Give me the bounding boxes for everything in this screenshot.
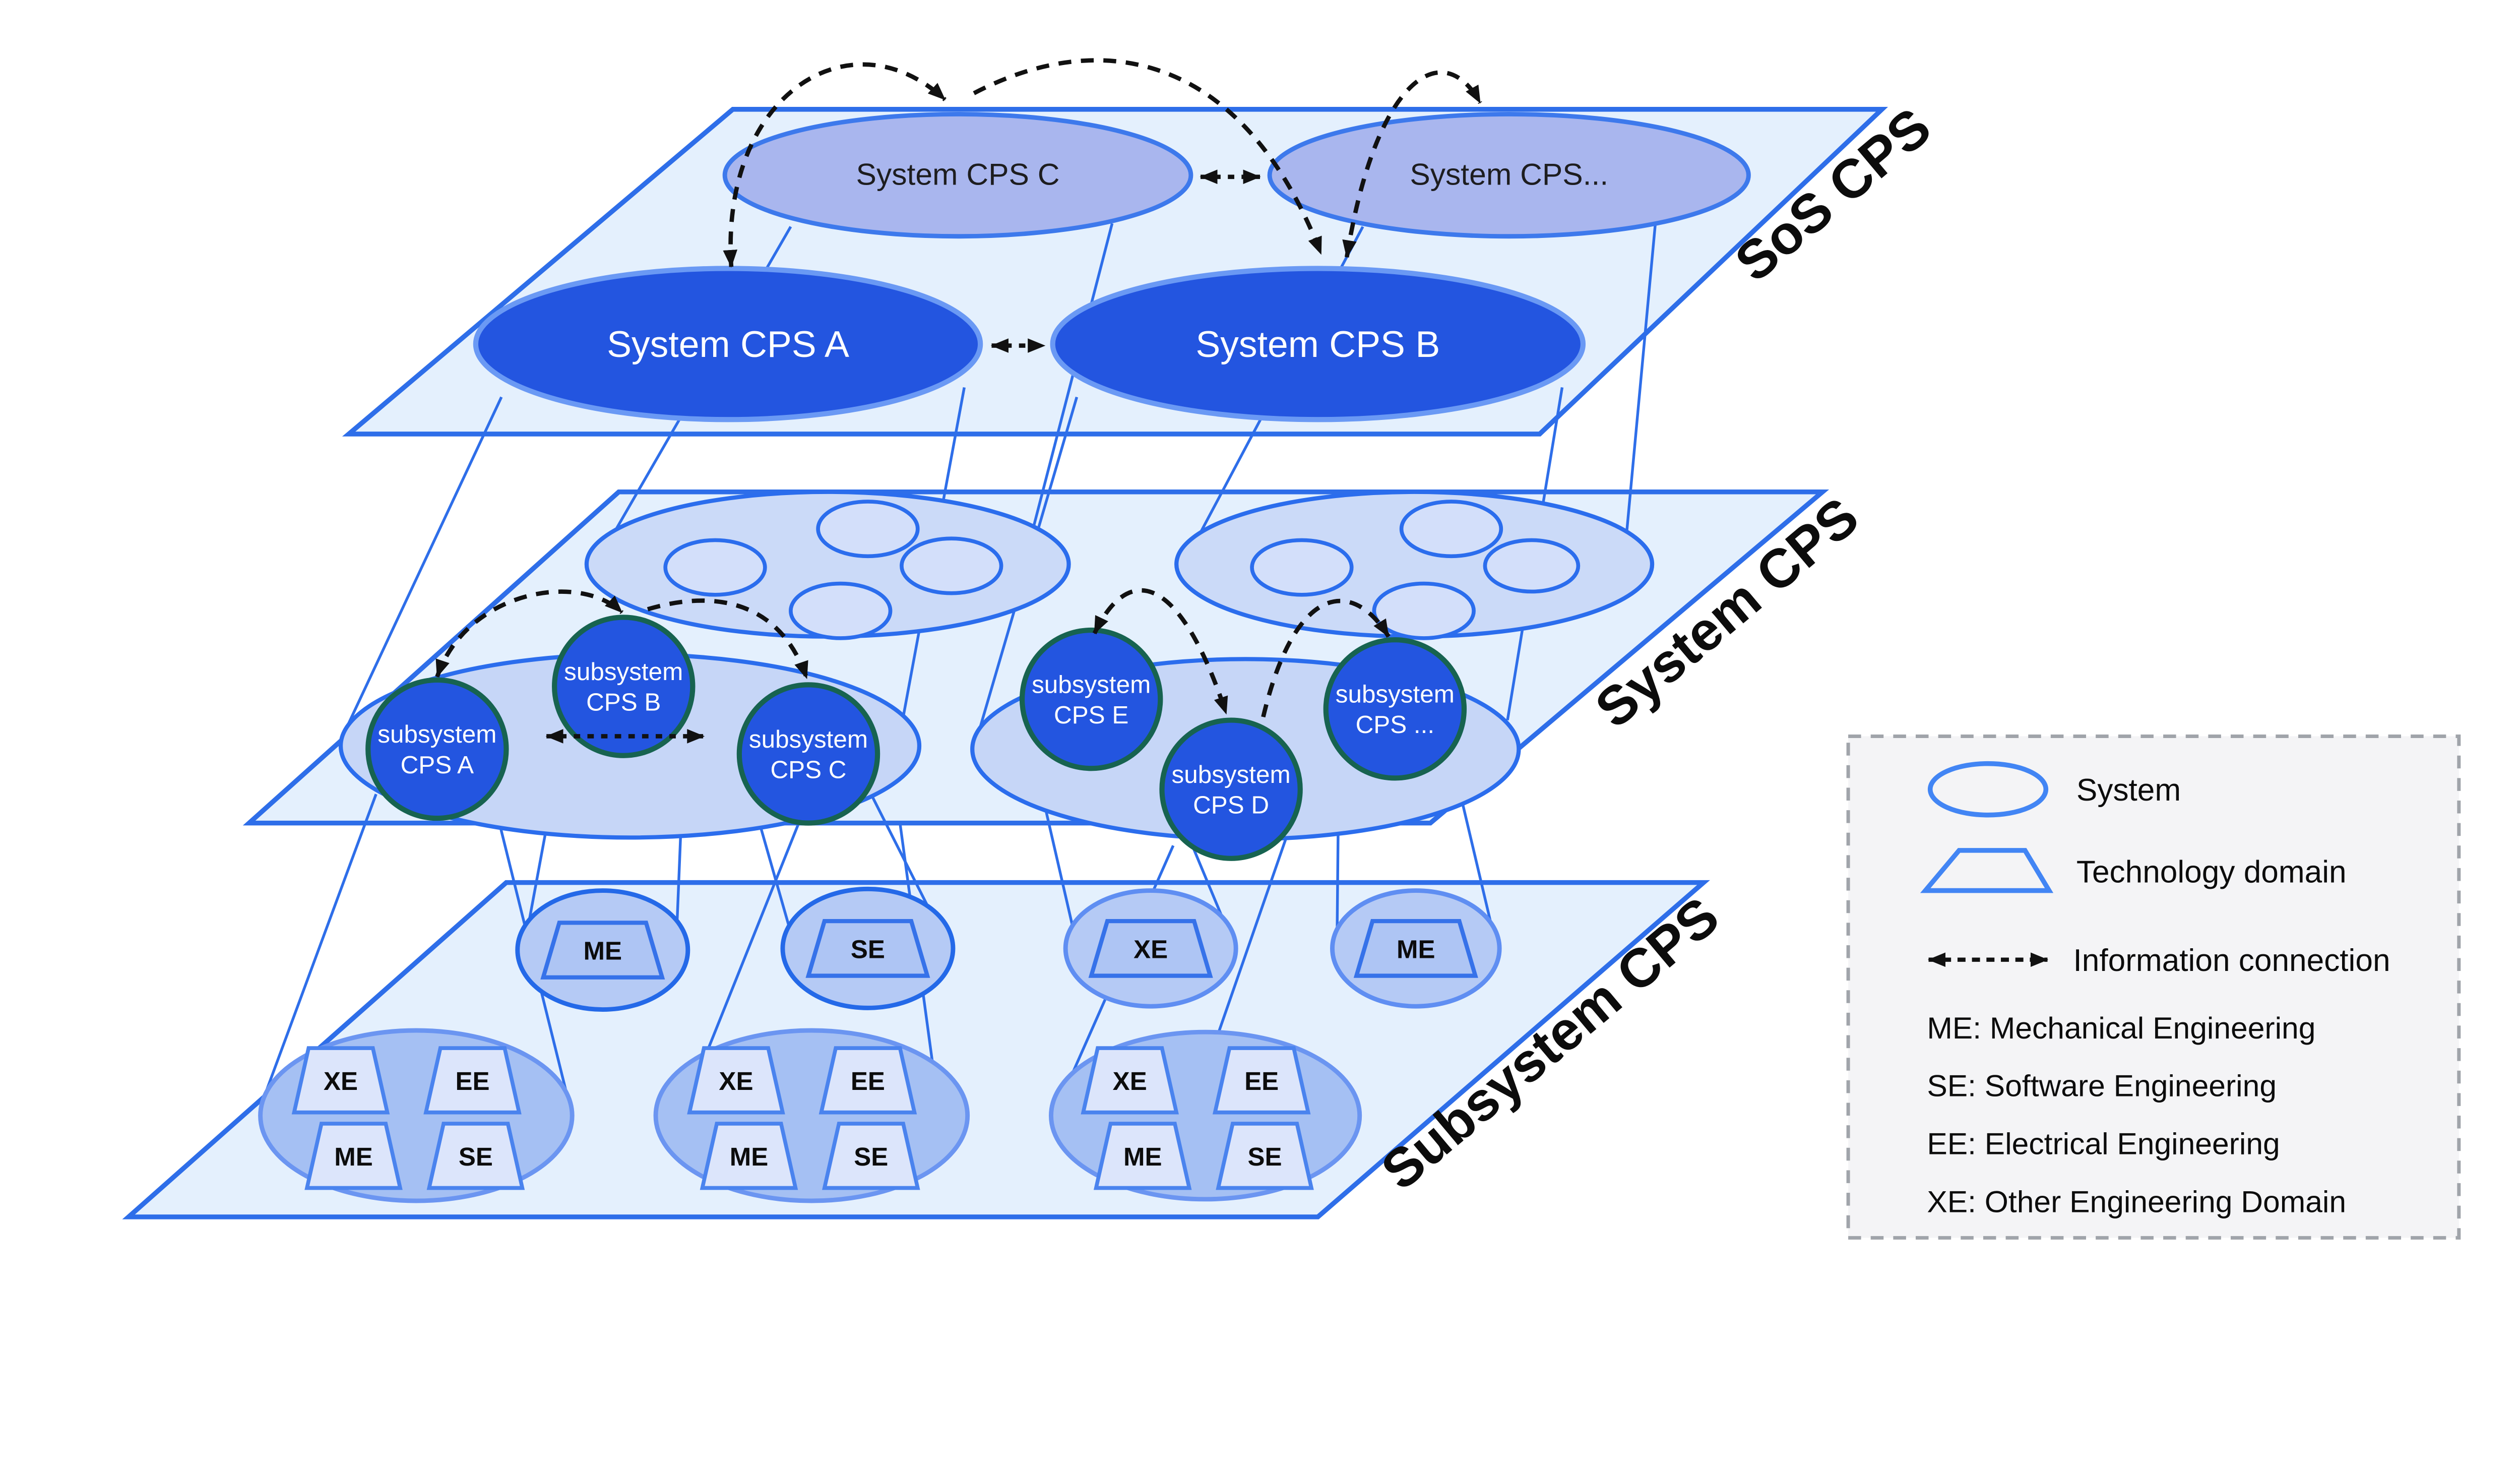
subsystem-cps-b-line2: CPS B — [586, 688, 661, 716]
group1-se-label: SE — [459, 1142, 493, 1171]
cone-suba-group1-left — [261, 793, 377, 1104]
connection-subb-subc-arc — [647, 598, 809, 680]
domain-me1-label: ME — [584, 937, 622, 965]
group2-ee-label: EE — [851, 1067, 885, 1095]
connection-dots-b-arc — [1342, 70, 1482, 258]
group3-ee-label: EE — [1244, 1067, 1279, 1095]
diagram-canvas: System CPS C System CPS... System CPS A … — [122, 58, 2461, 1240]
subsystem-cps-c-node — [736, 682, 880, 826]
subsystem-cps-d-node — [1159, 717, 1303, 861]
group3-ee-trapezoid — [1212, 1046, 1311, 1115]
anon-subsystem — [1483, 538, 1581, 594]
cone-dots-right — [1625, 223, 1657, 536]
information-connections — [435, 58, 1482, 744]
subsystem-cps-dots-line1: subsystem — [1336, 680, 1455, 708]
connection-c-b-arc — [973, 58, 1324, 255]
subsystem-cps-a-line2: CPS A — [401, 751, 474, 779]
system-cps-c-label: System CPS C — [856, 157, 1060, 192]
group2-xe-trapezoid — [687, 1046, 785, 1115]
domain-me2-label: ME — [1397, 935, 1435, 964]
domain-se-label: SE — [851, 935, 885, 964]
group2-ee-trapezoid — [818, 1046, 917, 1115]
system-cps-a-ellipse — [473, 266, 983, 422]
subsystem-cps-dots-line2: CPS ... — [1356, 711, 1434, 739]
subsystem-cps-d-line1: subsystem — [1172, 761, 1291, 788]
legend-def-se: SE: Software Engineering — [1927, 1069, 2277, 1103]
group2-me-trapezoid — [700, 1122, 798, 1190]
group3-se-label: SE — [1248, 1142, 1282, 1171]
domain-xe-trapezoid — [1088, 919, 1213, 978]
subsystem-cps-d-line2: CPS D — [1193, 791, 1269, 819]
domain-se-trapezoid — [805, 919, 930, 978]
subsystem-cps-dots-node — [1323, 637, 1467, 781]
group1-me-trapezoid — [304, 1122, 403, 1190]
system-cps-dots-label: System CPS... — [1410, 157, 1608, 192]
legend: System Technology domain Information con… — [1846, 734, 2461, 1240]
system-cps-b-label: System CPS B — [1195, 324, 1440, 365]
group1-ee-label: EE — [455, 1067, 489, 1095]
subsystem-cps-c-line2: CPS C — [770, 756, 846, 783]
subsystem-cps-b-line1: subsystem — [564, 658, 683, 686]
legend-def-xe: XE: Other Engineering Domain — [1927, 1184, 2346, 1218]
legend-def-me: ME: Mechanical Engineering — [1927, 1011, 2315, 1045]
sos-cps-diagram: System CPS C System CPS... System CPS A … — [122, 58, 2461, 1240]
group1-ee-trapezoid — [423, 1046, 522, 1115]
anon-subsystem — [1399, 500, 1503, 559]
domain-me2-trapezoid — [1353, 919, 1478, 978]
subsystem-cps-a-line1: subsystem — [377, 720, 496, 748]
legend-technology-label: Technology domain — [2076, 855, 2347, 890]
cone-c-right — [1030, 223, 1114, 534]
group3-se-trapezoid — [1216, 1122, 1314, 1190]
anon-subsystem — [789, 581, 893, 640]
group3-xe-label: XE — [1113, 1067, 1147, 1095]
group3-me-trapezoid — [1093, 1122, 1192, 1190]
group3-xe-trapezoid — [1081, 1046, 1179, 1115]
system-cps-b-ellipse — [1050, 266, 1586, 422]
group2-me-label: ME — [730, 1142, 769, 1171]
connection-suba-subb-arc — [435, 589, 624, 678]
domain-me1-trapezoid — [540, 921, 665, 980]
system-cps-a-label: System CPS A — [607, 324, 849, 365]
anon-subsystem — [1372, 581, 1476, 640]
subsystem-cps-e-line1: subsystem — [1032, 670, 1151, 698]
subsystem-cps-c-line1: subsystem — [749, 725, 868, 753]
anon-subsystem — [663, 538, 767, 597]
anon-subsystem — [900, 536, 1003, 595]
group3-me-label: ME — [1123, 1142, 1162, 1171]
legend-system-icon — [1927, 761, 2049, 818]
domain-group-3: XE EE ME SE — [1048, 1029, 1362, 1202]
legend-def-ee: EE: Electrical Engineering — [1927, 1127, 2280, 1161]
group2-se-trapezoid — [822, 1122, 920, 1190]
group1-se-trapezoid — [426, 1122, 525, 1190]
subsystem-cps-e-line2: CPS E — [1054, 701, 1128, 729]
group1-me-label: ME — [334, 1142, 373, 1171]
subsystem-cps-e-node — [1019, 627, 1163, 771]
subsystem-cps-a-node — [365, 677, 509, 821]
group2-se-label: SE — [854, 1142, 888, 1171]
domain-group-1: XE EE ME SE — [258, 1028, 575, 1203]
subsystem-layer-nodes: ME SE XE ME XE EE ME SE XE EE — [258, 886, 1502, 1203]
anon-subsystem — [1250, 538, 1354, 597]
legend-system-label: System — [2076, 773, 2181, 808]
legend-box — [1846, 734, 2461, 1240]
domain-group-2: XE EE ME SE — [653, 1028, 970, 1203]
group1-xe-label: XE — [324, 1067, 358, 1095]
legend-technology-icon — [1920, 848, 2054, 893]
cone-a-left — [346, 396, 503, 727]
connection-sube-subd-arc — [1092, 588, 1229, 715]
connection-a-c-arc — [723, 62, 947, 268]
domain-xe-label: XE — [1133, 935, 1168, 964]
connection-subd-subdots-arc — [1261, 598, 1391, 718]
anon-subsystem — [816, 500, 920, 559]
legend-information-label: Information connection — [2073, 943, 2390, 978]
group1-xe-trapezoid — [291, 1046, 390, 1115]
group2-xe-label: XE — [719, 1067, 753, 1095]
